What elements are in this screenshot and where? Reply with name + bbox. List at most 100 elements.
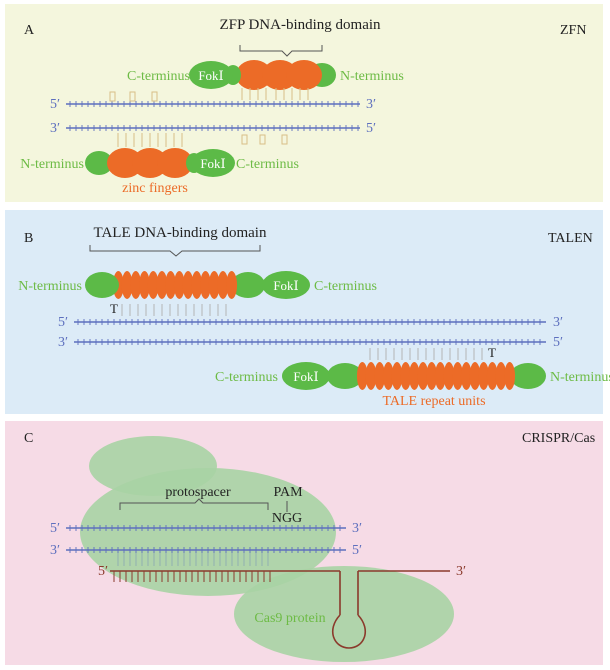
tale-repeat-unit (382, 362, 394, 390)
n-terminus-label: N-terminus (18, 279, 82, 294)
cas9-protein-label: Cas9 protein (254, 611, 325, 626)
fok1-domain-bottom (282, 362, 330, 390)
cas9-protein (80, 436, 454, 662)
panel-c-name: CRISPR/Cas (522, 431, 595, 446)
tale-repeat-unit (460, 362, 472, 390)
fok1-domain-bottom (191, 149, 235, 177)
tale-repeat-unit (365, 362, 377, 390)
tale-repeat-unit (130, 271, 142, 299)
fok1-label-top: FokⅠ (198, 68, 223, 83)
n-terminus-label: N-terminus (550, 370, 610, 385)
zinc-finger-contacts (109, 88, 309, 147)
talen-target-dna (74, 319, 546, 345)
dna-strand-5prime-label: 5′ (50, 521, 60, 536)
contact-box (281, 134, 288, 145)
rna-5prime-label: 5′ (98, 564, 108, 579)
contact-box (241, 134, 248, 145)
crispr-target-dna (66, 525, 346, 553)
rna-3prime-label: 3′ (456, 564, 466, 579)
top-talen-protein: FokⅠ (85, 271, 310, 299)
tale-repeat-unit (226, 271, 238, 299)
tale-repeat-unit (147, 271, 159, 299)
panel-c-letter: C (24, 431, 33, 446)
n-terminus-label: N-terminus (20, 157, 84, 172)
c-terminus-label: C-terminus (127, 69, 190, 84)
bottom-talen-protein: FokⅠ (282, 362, 546, 390)
zinc-fingers-label: zinc fingers (122, 181, 188, 196)
tale-repeat-unit (417, 362, 429, 390)
dna-strand-3prime-label: 3′ (50, 121, 60, 136)
n-terminus-label: N-terminus (340, 69, 404, 84)
dna-strand-3prime-label: 3′ (352, 521, 362, 536)
tale-repeat-unit (374, 362, 386, 390)
protospacer-brace (119, 498, 269, 510)
tale-repeat-unit (443, 362, 455, 390)
tale-repeat-unit (408, 362, 420, 390)
guide-rna (110, 553, 450, 582)
zfn-target-dna (66, 101, 360, 131)
tale-repeat-unit (217, 271, 229, 299)
tale-repeat-unit (452, 362, 464, 390)
fok1-label-bottom: FokⅠ (200, 156, 225, 171)
fok1-label-bottom: FokⅠ (293, 369, 318, 384)
tale-repeat-unit (208, 271, 220, 299)
dna-strand-5prime-label: 5′ (553, 335, 563, 350)
tale-repeat-unit (478, 362, 490, 390)
c-terminus-label: C-terminus (236, 157, 299, 172)
tale-repeat-unit (182, 271, 194, 299)
dna-strand-3prime-label: 3′ (553, 315, 563, 330)
tale-repeat-unit (139, 271, 150, 299)
t-base-label-bottom: T (488, 345, 496, 360)
zfp-domain-brace (239, 45, 323, 57)
tale-repeat-unit (200, 271, 211, 299)
tale-contacts-top (121, 304, 227, 316)
c-terminus-label: C-terminus (215, 370, 278, 385)
contact-box (151, 91, 158, 102)
panel-b-name: TALEN (548, 231, 593, 246)
tale-repeat-unit (356, 362, 368, 390)
panel-c: C CRISPR/Cas protospacer PAM NGG 5′ 3′ 3… (24, 431, 595, 662)
tale-repeat-unit (191, 271, 203, 299)
tale-repeat-unit (426, 362, 438, 390)
tale-repeats-bottom (356, 362, 516, 390)
dna-strand-5prime-label: 5′ (352, 543, 362, 558)
panel-a-letter: A (24, 23, 35, 38)
tale-repeat-unit (165, 271, 177, 299)
guide-rna-hairpin (331, 571, 367, 649)
bottom-zfn-protein: FokⅠ (85, 148, 235, 178)
panel-a-name: ZFN (560, 23, 586, 38)
panel-b: B TALEN TALE DNA-binding domain FokⅠ N-t… (18, 225, 610, 409)
tale-repeat-unit (391, 362, 403, 390)
t-base-label-top: T (110, 301, 118, 316)
fok1-domain-top (262, 271, 310, 299)
zfp-domain-label: ZFP DNA-binding domain (219, 17, 381, 33)
tale-repeat-unit (121, 271, 133, 299)
tale-repeat-unit (156, 271, 168, 299)
dna-strand-5prime-label: 5′ (366, 121, 376, 136)
dna-strand-5prime-label: 5′ (58, 315, 68, 330)
tale-repeat-unit (173, 271, 185, 299)
ngg-label: NGG (272, 511, 302, 526)
c-terminus-label: C-terminus (314, 279, 377, 294)
contact-box (129, 91, 136, 102)
tale-repeat-unit (400, 362, 412, 390)
tale-repeat-unit (495, 362, 507, 390)
dna-strand-5prime-label: 5′ (50, 97, 60, 112)
tale-contacts-bottom (369, 348, 483, 360)
top-zfn-protein: FokⅠ (189, 60, 336, 90)
tale-domain-label: TALE DNA-binding domain (94, 225, 267, 241)
protospacer-label: protospacer (165, 485, 231, 500)
panel-a: A ZFN ZFP DNA-binding domain FokⅠ C-term… (20, 17, 586, 196)
dna-strand-3prime-label: 3′ (50, 543, 60, 558)
contact-box (259, 134, 266, 145)
panel-b-letter: B (24, 231, 33, 246)
dna-strand-3prime-label: 3′ (366, 97, 376, 112)
pam-label: PAM (273, 485, 303, 500)
fok1-label-top: FokⅠ (273, 278, 298, 293)
tale-repeat-unit (434, 362, 446, 390)
tale-repeats-top (112, 271, 238, 299)
contact-box (109, 91, 116, 102)
fok1-domain-top (189, 61, 233, 89)
tale-repeat-unit (469, 362, 481, 390)
tale-repeat-units-label: TALE repeat units (382, 394, 485, 409)
